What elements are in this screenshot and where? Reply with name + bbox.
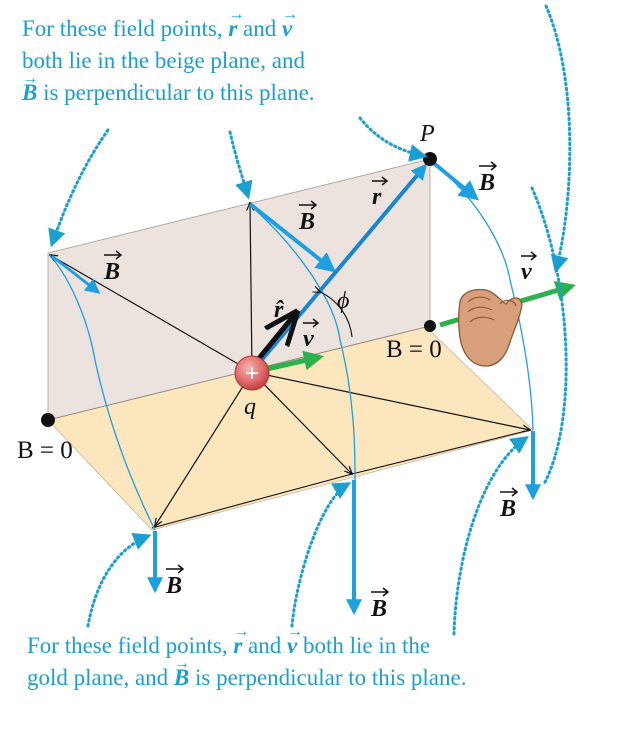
r-label: r xyxy=(372,176,389,210)
svg-text:B: B xyxy=(298,209,315,235)
b-label-top-left: B xyxy=(103,250,123,285)
charge-q: + xyxy=(234,355,270,391)
gold-plane-lines xyxy=(151,429,531,529)
svg-text:B: B xyxy=(370,596,387,622)
b-zero-right-dot xyxy=(424,320,436,332)
caption-bottom: For these field points, r and v both lie… xyxy=(27,616,617,694)
b-zero-left-dot xyxy=(41,413,55,427)
svg-text:r: r xyxy=(372,184,382,210)
svg-text:B: B xyxy=(478,170,495,196)
svg-text:v: v xyxy=(303,326,314,352)
svg-text:B: B xyxy=(499,496,516,522)
b-label-top-mid: B xyxy=(298,200,318,235)
b-zero-left-label: B = 0 xyxy=(17,437,73,464)
angle-arc xyxy=(320,292,353,338)
v-label-charge: v xyxy=(303,318,320,352)
position-lines xyxy=(50,203,530,526)
b-label-bottom-mid: B xyxy=(370,587,390,622)
b-label-P: B xyxy=(478,161,498,196)
point-P-dot xyxy=(423,152,437,166)
svg-text:B: B xyxy=(103,259,120,285)
r-hat-vector xyxy=(254,313,296,364)
b-zero-right-label: B = 0 xyxy=(386,336,442,363)
b-arrow-beige-left xyxy=(51,254,101,294)
vector-labels: B B B B B B r v xyxy=(103,161,538,622)
r-hat-label: r̂ xyxy=(274,297,284,323)
caption-top: For these field points, r and v both lie… xyxy=(22,0,422,109)
charge-q-label: q xyxy=(244,394,256,420)
hand-icon xyxy=(458,288,523,367)
v-vector-charge xyxy=(261,350,324,373)
b-label-bottom-right: B xyxy=(499,487,519,522)
point-P-label: P xyxy=(419,121,435,147)
field-arrows xyxy=(51,158,541,616)
phi-label: ϕ xyxy=(337,288,349,314)
b-arrow-P xyxy=(428,158,480,201)
callout-arrows xyxy=(48,4,572,636)
b-arrow-beige-mid xyxy=(248,202,337,273)
svg-text:B: B xyxy=(165,573,182,599)
charge-sign-label: + xyxy=(245,360,259,387)
b-label-bottom-left: B xyxy=(165,564,185,599)
svg-text:v: v xyxy=(521,259,532,285)
v-label-hand: v xyxy=(521,251,538,285)
